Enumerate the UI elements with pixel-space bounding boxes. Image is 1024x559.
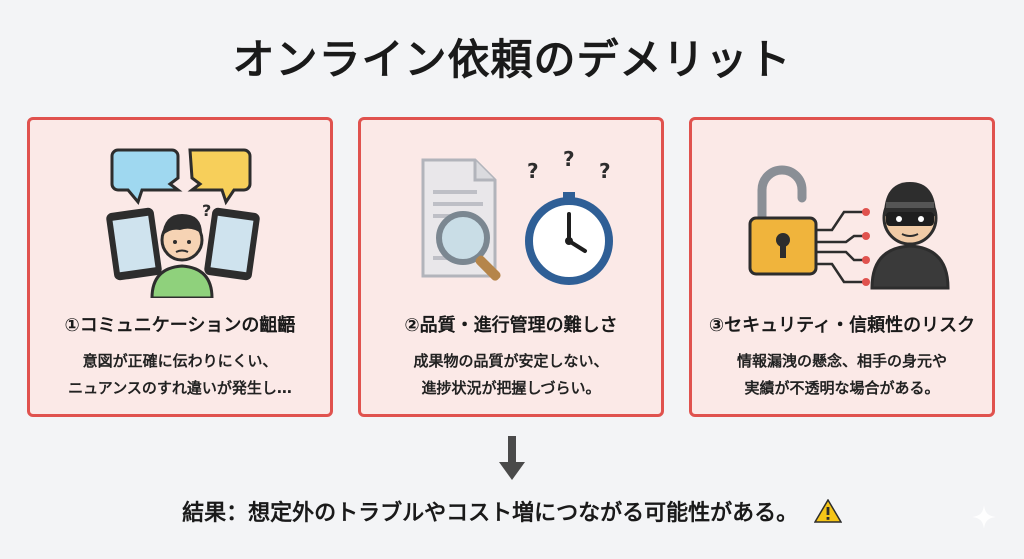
magnifier-icon [436, 211, 501, 281]
description-line: 成果物の品質が安定しない、 [413, 352, 609, 370]
sparkle-icon [972, 505, 996, 529]
result-text: 結果：想定外のトラブルやコスト増につながる可能性がある。 [182, 501, 799, 526]
description-line: ニュアンスのすれ違いが発生し… [68, 379, 292, 397]
question-mark-icon: ? [599, 159, 611, 183]
confused-person-icon [150, 214, 214, 298]
description-line: 意図が正確に伝わりにくい、 [82, 352, 278, 370]
tablet-right-icon [204, 207, 260, 281]
description-line: 情報漏洩の懸念、相手の身元や [736, 352, 947, 370]
speech-bubble-yellow-icon [187, 148, 252, 206]
warning-icon [813, 499, 842, 523]
question-mark-icon: ? [563, 147, 575, 171]
security-illustration [748, 165, 950, 290]
question-mark-icon: ? [202, 201, 211, 220]
card-description: 成果物の品質が安定しない、 進捗状況が把握しづらい。 [371, 348, 651, 402]
description-line: 実績が不透明な場合がある。 [744, 379, 940, 397]
card-quality-management: ? ? ? ②品質・進行管理の難しさ 成果物の品質が安定しない、 進捗状況が把握… [358, 117, 664, 417]
card-security-risk: ③セキュリティ・信頼性のリスク 情報漏洩の懸念、相手の身元や 実績が不透明な場合… [689, 117, 995, 417]
open-padlock-icon [748, 165, 818, 276]
card-title: ①コミュニケーションの齟齬 [64, 315, 296, 336]
clock-icon [525, 192, 613, 285]
card-description: 情報漏洩の懸念、相手の身元や 実績が不透明な場合がある。 [702, 348, 982, 402]
communication-illustration: ? [106, 148, 260, 298]
card-description: 意図が正確に伝わりにくい、 ニュアンスのすれ違いが発生し… [40, 348, 320, 402]
quality-illustration: ? ? ? [421, 147, 613, 285]
card-title: ③セキュリティ・信頼性のリスク [708, 315, 976, 336]
result-statement: 結果：想定外のトラブルやコスト増につながる可能性がある。 [0, 495, 1024, 527]
down-arrow-icon [499, 436, 525, 480]
card-title: ②品質・進行管理の難しさ [404, 315, 618, 336]
card-communication: ? ①コミュニケーションの齟齬 意図が正確に伝わりにくい、 ニュアンスのすれ違い… [27, 117, 333, 417]
question-mark-icon: ? [527, 159, 539, 183]
hacker-icon [870, 182, 950, 290]
speech-bubble-blue-icon [110, 148, 183, 206]
tablet-left-icon [106, 207, 162, 281]
description-line: 進捗状況が把握しづらい。 [421, 379, 601, 397]
circuit-lines-icon [816, 210, 864, 284]
page-title: オンライン依頼のデメリット [232, 35, 792, 84]
